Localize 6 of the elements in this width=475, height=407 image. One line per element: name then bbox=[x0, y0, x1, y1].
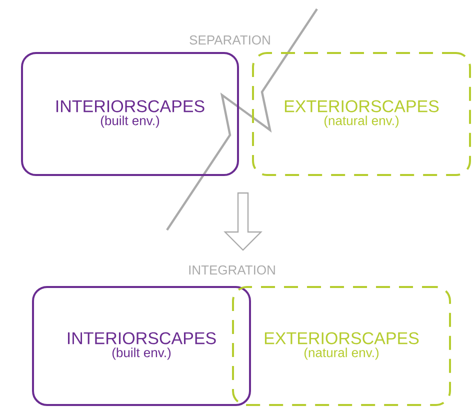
stage-label: INTEGRATION bbox=[187, 264, 277, 276]
dashed-box: EXTERIORSCAPES (natural env.) bbox=[252, 52, 471, 176]
stage-label: SEPARATION bbox=[188, 34, 272, 46]
dashed-box: EXTERIORSCAPES (natural env.) bbox=[232, 286, 451, 406]
solid-box: INTERIORSCAPES (built env.) bbox=[32, 286, 251, 406]
solid-box: INTERIORSCAPES (built env.) bbox=[21, 52, 239, 176]
